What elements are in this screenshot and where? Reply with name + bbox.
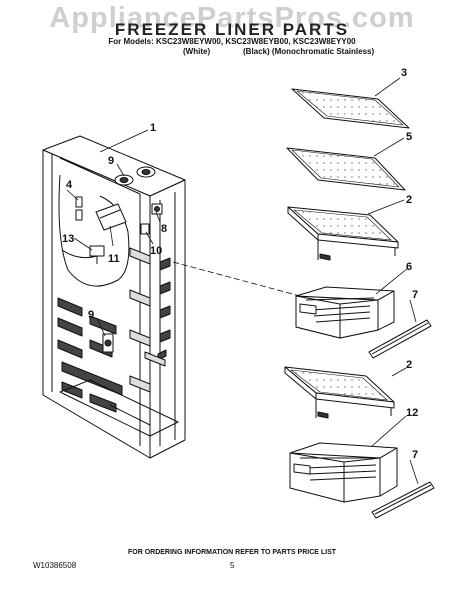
part-framed-shelf-upper — [287, 206, 399, 261]
part-glass-shelf-top — [291, 88, 410, 129]
part-upper-bracket — [151, 203, 163, 215]
callout-7-upper: 7 — [412, 289, 418, 301]
variant-black-stainless: (Black) (Monochromatic Stainless) — [243, 47, 375, 56]
watermark: AppliancePartsPros.com — [49, 2, 415, 34]
callout-4: 4 — [66, 179, 73, 191]
part-framed-shelf-lower — [284, 366, 395, 419]
callout-12: 12 — [406, 407, 418, 419]
part-damper-lower — [102, 333, 114, 353]
callout-11: 11 — [108, 253, 120, 265]
ordering-note: FOR ORDERING INFORMATION REFER TO PARTS … — [127, 549, 337, 556]
part-freezer-drawer-lower — [289, 442, 398, 503]
page-number: 5 — [230, 561, 235, 570]
callout-9-lower: 9 — [88, 309, 94, 321]
part-freezer-drawer-upper — [295, 286, 395, 339]
callout-3: 3 — [401, 67, 407, 79]
part-face-clip — [140, 223, 150, 235]
freezer-liner — [42, 135, 186, 459]
part-control-assembly-top — [114, 166, 156, 186]
callout-5: 5 — [406, 131, 412, 143]
callout-8: 8 — [161, 223, 167, 235]
alignment-line — [172, 261, 301, 297]
callout-1: 1 — [150, 122, 156, 134]
callout-10: 10 — [150, 245, 162, 257]
part-small-clips — [75, 196, 105, 264]
variant-white: (White) — [183, 47, 211, 56]
callout-7-lower: 7 — [412, 449, 418, 461]
leader-lines — [66, 77, 419, 485]
part-glass-shelf-second — [286, 147, 406, 191]
part-light-housing — [95, 203, 127, 231]
part-trim-strip-lower — [371, 481, 435, 519]
page-title: FREEZER LINER PARTS — [114, 20, 350, 39]
model-list: For Models: KSC23W8EYW00, KSC23W8EYB00, … — [108, 37, 356, 46]
callout-2-upper: 2 — [406, 194, 412, 206]
part-trim-strip-upper — [368, 319, 432, 359]
callout-13: 13 — [62, 233, 74, 245]
document-code: W10386508 — [33, 561, 77, 570]
callout-6: 6 — [406, 261, 412, 273]
callout-9-top: 9 — [108, 155, 114, 167]
callout-2-lower: 2 — [406, 359, 412, 371]
